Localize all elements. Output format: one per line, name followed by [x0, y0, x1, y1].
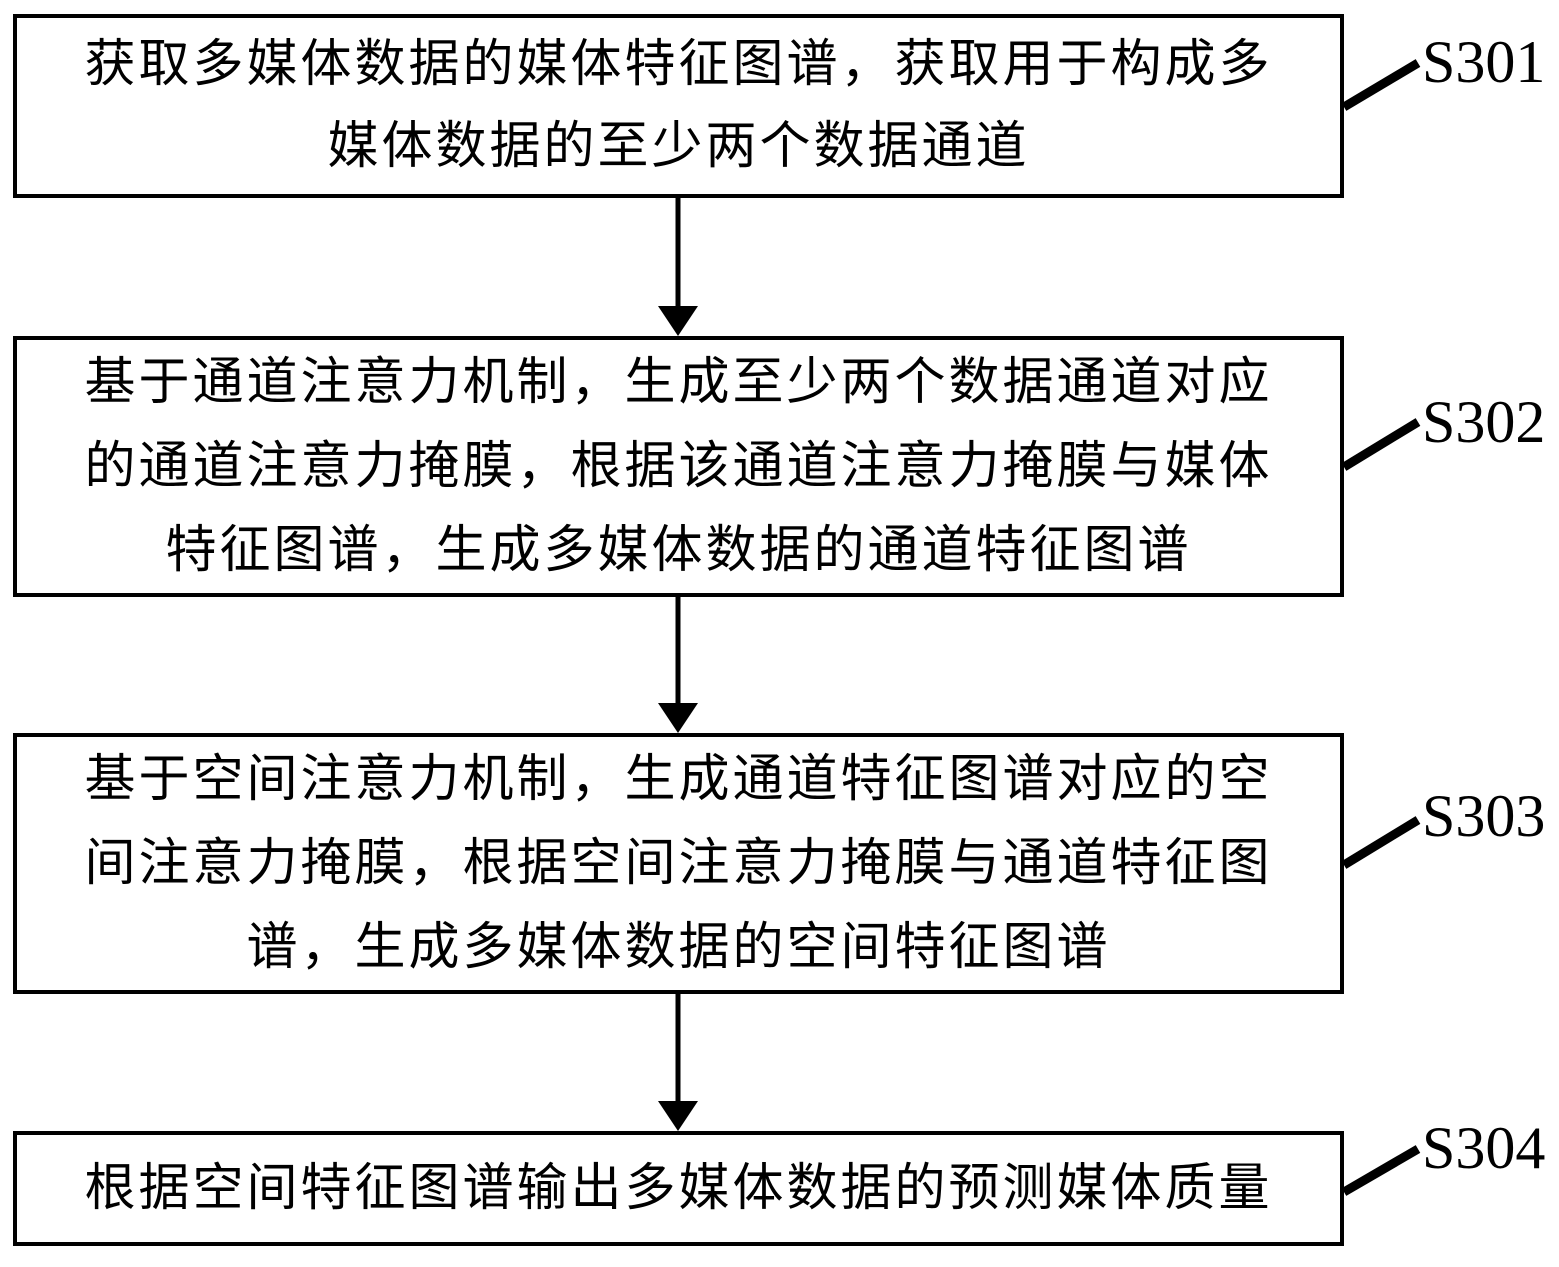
down-arrow-3	[658, 994, 698, 1131]
step-label-s303: S303	[1422, 783, 1546, 849]
step-s303-text-line-3: 谱，生成多媒体数据的空间特征图谱	[246, 917, 1111, 977]
down-arrow-1	[658, 197, 698, 336]
step-s301-text-line-2: 媒体数据的至少两个数据通道	[327, 117, 1030, 176]
s302-leader-line	[1341, 418, 1421, 471]
step-s302-text-line-1: 基于通道注意力机制，生成至少两个数据通道对应	[84, 352, 1273, 412]
step-label-s301: S301	[1422, 29, 1546, 95]
step-box-s301: 获取多媒体数据的媒体特征图谱，获取用于构成多 媒体数据的至少两个数据通道	[13, 14, 1344, 198]
s304-leader-line	[1341, 1145, 1421, 1196]
step-box-s303: 基于空间注意力机制，生成通道特征图谱对应的空 间注意力掩膜，根据空间注意力掩膜与…	[13, 733, 1344, 994]
step-s303-text-line-1: 基于空间注意力机制，生成通道特征图谱对应的空	[84, 749, 1273, 809]
step-s302-text-line-2: 的通道注意力掩膜，根据该通道注意力掩膜与媒体	[84, 436, 1273, 496]
s301-leader-line	[1341, 59, 1421, 111]
step-s303-text-line-2: 间注意力掩膜，根据空间注意力掩膜与通道特征图	[84, 833, 1273, 893]
step-s301-text-line-1: 获取多媒体数据的媒体特征图谱，获取用于构成多	[84, 35, 1273, 94]
step-label-s302: S302	[1422, 389, 1546, 455]
step-box-s302: 基于通道注意力机制，生成至少两个数据通道对应 的通道注意力掩膜，根据该通道注意力…	[13, 336, 1344, 597]
step-label-s304: S304	[1422, 1115, 1546, 1181]
step-s304-text-line-1: 根据空间特征图谱输出多媒体数据的预测媒体质量	[84, 1158, 1273, 1218]
step-s302-text-line-3: 特征图谱，生成多媒体数据的通道特征图谱	[165, 520, 1192, 580]
step-box-s304: 根据空间特征图谱输出多媒体数据的预测媒体质量	[13, 1131, 1344, 1246]
s303-leader-line	[1341, 816, 1421, 869]
down-arrow-2	[658, 597, 698, 733]
